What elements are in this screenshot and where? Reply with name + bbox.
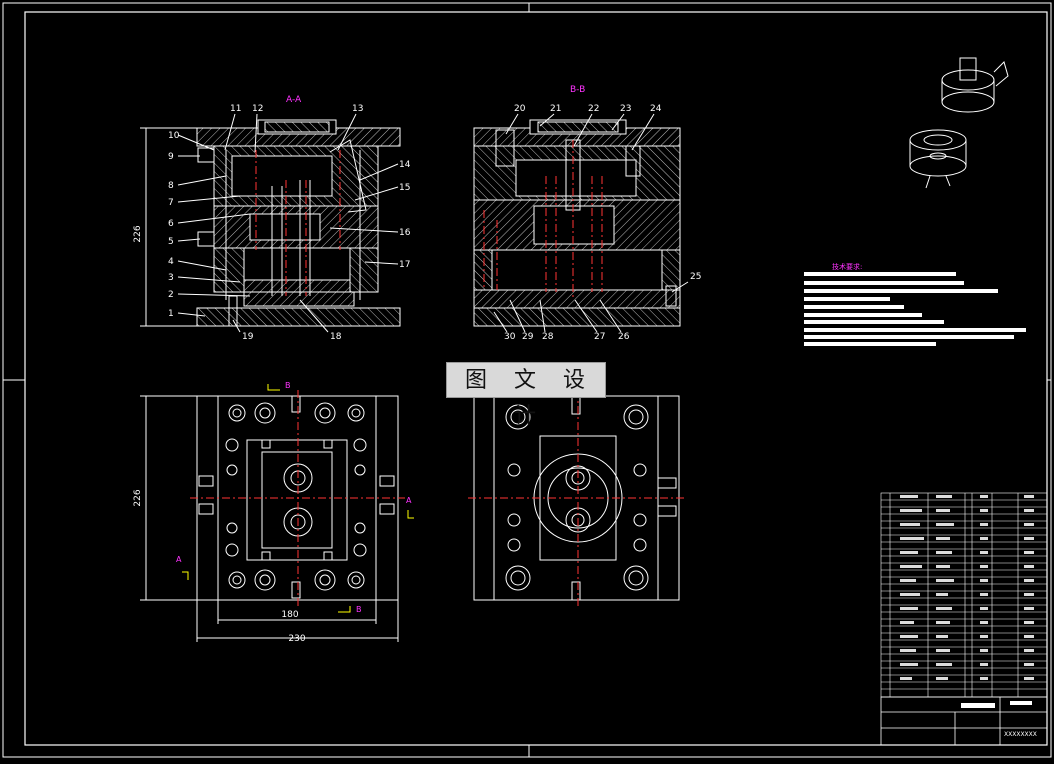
callouts-left-group: 10 9 8 7 6 5 4 3 2 1 xyxy=(168,131,180,319)
callout-11: 11 xyxy=(230,104,241,114)
callout-5: 5 xyxy=(168,237,174,247)
plan-a-dimensions xyxy=(140,395,399,642)
isometric-part-bottom xyxy=(909,129,967,189)
callout-24: 24 xyxy=(650,104,662,114)
plan-height-dimension: 226 xyxy=(133,489,143,506)
tech-requirements-lines xyxy=(804,272,1026,346)
callout-29: 29 xyxy=(522,332,534,342)
tech-requirements-title: 技术要求: xyxy=(832,262,862,271)
callout-20: 20 xyxy=(514,104,526,114)
section-view-aa xyxy=(196,119,401,327)
callout-7: 7 xyxy=(168,198,174,208)
callout-8: 8 xyxy=(168,181,174,191)
cut-arrows xyxy=(182,384,414,613)
cut-mark-b-top: B xyxy=(285,381,291,390)
callout-26: 26 xyxy=(618,332,630,342)
callout-12: 12 xyxy=(252,104,263,114)
callout-6: 6 xyxy=(168,219,174,229)
callout-9: 9 xyxy=(168,152,174,162)
callout-21: 21 xyxy=(550,104,561,114)
callout-leaders-right-a xyxy=(329,163,399,265)
callout-leaders-bottom-b xyxy=(493,281,689,333)
plan-view-a-centerlines xyxy=(190,390,405,606)
callout-17: 17 xyxy=(399,260,410,270)
callout-30: 30 xyxy=(504,332,516,342)
section-aa-centerlines xyxy=(255,150,341,296)
height-dimension-value: 226 xyxy=(133,225,143,242)
parts-list-cell-marks xyxy=(900,495,1034,680)
callout-23: 23 xyxy=(620,104,631,114)
plan-outer-width-dimension: 230 xyxy=(288,634,305,644)
title-block xyxy=(880,696,1048,746)
section-bb-centerlines xyxy=(483,140,603,300)
parts-list-table xyxy=(880,492,1048,698)
cut-mark-a-right: A xyxy=(406,496,412,505)
callout-2: 2 xyxy=(168,290,174,300)
section-label-bb: B-B xyxy=(570,85,585,95)
section-view-bb xyxy=(473,119,681,327)
callout-4: 4 xyxy=(168,257,174,267)
callout-14: 14 xyxy=(399,160,411,170)
title-block-name-bar xyxy=(961,703,995,708)
callout-leaders-top-b xyxy=(505,113,655,151)
callout-13: 13 xyxy=(352,104,363,114)
callout-leaders-left xyxy=(177,134,251,317)
title-block-company-bar xyxy=(1010,701,1032,705)
height-dimension xyxy=(140,127,200,327)
callout-16: 16 xyxy=(399,228,411,238)
callout-19: 19 xyxy=(242,332,254,342)
callout-10: 10 xyxy=(168,131,180,141)
callout-1: 1 xyxy=(168,309,174,319)
callout-leaders-top-a xyxy=(224,113,357,153)
callout-27: 27 xyxy=(594,332,605,342)
callout-22: 22 xyxy=(588,104,599,114)
callout-3: 3 xyxy=(168,273,174,283)
cut-mark-a-left: A xyxy=(176,555,182,564)
section-label-aa: A-A xyxy=(286,95,302,105)
callout-25: 25 xyxy=(690,272,701,282)
isometric-part-top xyxy=(941,57,1009,113)
title-block-drawing-code: XXXXXXXX xyxy=(1004,731,1037,738)
callout-leaders-bottom-a xyxy=(232,299,329,333)
plan-inner-width-dimension: 180 xyxy=(281,610,298,620)
cut-mark-b-bottom: B xyxy=(356,605,362,614)
callout-15: 15 xyxy=(399,183,410,193)
watermark-stamp: 图 文 设 计 xyxy=(446,362,606,429)
plan-view-b-centerlines xyxy=(468,390,686,606)
callout-18: 18 xyxy=(330,332,342,342)
callout-28: 28 xyxy=(542,332,554,342)
